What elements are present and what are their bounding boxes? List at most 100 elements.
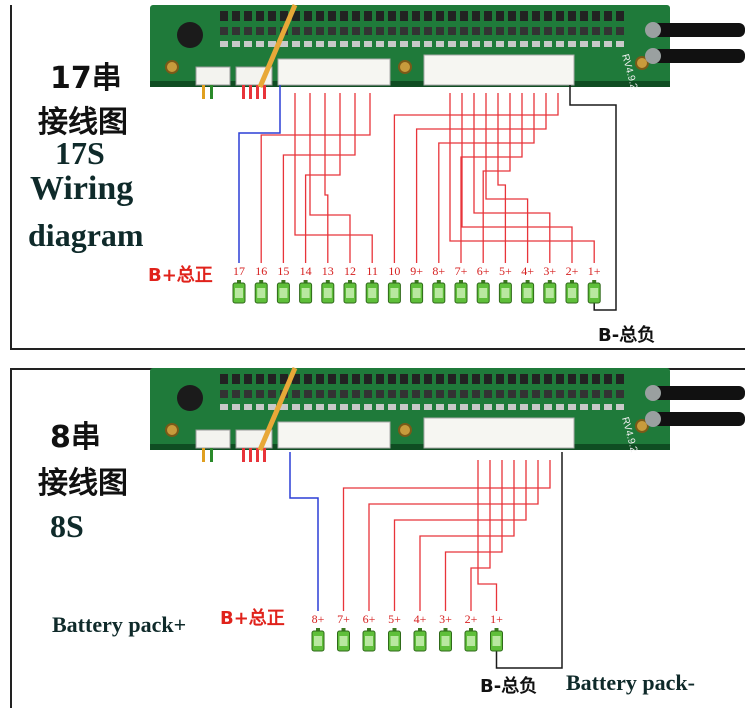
resistor: [556, 11, 564, 21]
pad: [412, 41, 420, 47]
balance-wire: [393, 93, 559, 263]
cell-terminal: [392, 280, 397, 283]
resistor: [304, 390, 312, 398]
resistor: [400, 27, 408, 35]
pad: [304, 404, 312, 410]
cell-number-label: 7+: [337, 612, 350, 626]
pad: [292, 41, 300, 47]
resistor: [460, 374, 468, 384]
pad: [616, 404, 624, 410]
pad: [592, 41, 600, 47]
cell-number-label: 6+: [477, 264, 490, 278]
resistor: [364, 374, 372, 384]
resistor: [460, 390, 468, 398]
pad: [304, 41, 312, 47]
resistor: [508, 11, 516, 21]
b-plus-label: B+总正: [220, 608, 285, 629]
connector-wire: [202, 85, 205, 99]
resistor: [388, 11, 396, 21]
resistor: [616, 390, 624, 398]
pad: [316, 404, 324, 410]
pad: [604, 41, 612, 47]
resistor: [364, 27, 372, 35]
resistor: [580, 11, 588, 21]
pad: [496, 41, 504, 47]
resistor: [364, 11, 372, 21]
title-cn-wiring: 接线图: [38, 466, 128, 501]
resistor: [352, 390, 360, 398]
resistor: [316, 390, 324, 398]
cell-terminal: [392, 628, 397, 631]
resistor: [616, 27, 624, 35]
resistor: [448, 390, 456, 398]
cell-highlight: [365, 636, 373, 646]
standoff: [635, 419, 649, 433]
resistor: [592, 390, 600, 398]
connector-wire: [242, 448, 245, 462]
resistor: [496, 374, 504, 384]
resistor: [220, 11, 228, 21]
small-connector: [195, 429, 231, 449]
standoff: [165, 60, 179, 74]
cell-terminal: [570, 280, 574, 283]
resistor: [328, 374, 336, 384]
resistor: [496, 11, 504, 21]
cell-number-label: 8+: [312, 612, 325, 626]
resistor: [292, 390, 300, 398]
balance-wire: [324, 93, 329, 263]
resistor: [400, 374, 408, 384]
resistor: [364, 390, 372, 398]
cell-terminal: [414, 280, 419, 283]
pad: [460, 41, 468, 47]
cell-number-label: 5+: [388, 612, 401, 626]
resistor: [220, 27, 228, 35]
resistor: [580, 374, 588, 384]
resistor: [352, 11, 360, 21]
resistor: [280, 11, 288, 21]
main-cable: [650, 49, 745, 63]
resistor: [448, 374, 456, 384]
cable-lug: [645, 48, 661, 64]
standoff: [398, 423, 412, 437]
pad: [412, 404, 420, 410]
balance-connector-a: [277, 58, 391, 86]
resistor: [328, 390, 336, 398]
connector-wire: [210, 448, 213, 462]
balance-wire: [393, 460, 527, 611]
cell-highlight: [590, 288, 599, 298]
resistor: [544, 374, 552, 384]
buzzer: [177, 22, 203, 48]
resistor: [352, 27, 360, 35]
resistor: [520, 27, 528, 35]
balance-wire: [309, 93, 351, 263]
pad: [472, 404, 480, 410]
resistor: [508, 390, 516, 398]
cell-highlight: [323, 288, 332, 298]
panel-left-border: [10, 5, 12, 350]
balance-wire: [482, 93, 511, 263]
resistor: [544, 27, 552, 35]
pad: [604, 404, 612, 410]
pad: [292, 404, 300, 410]
resistor: [304, 11, 312, 21]
resistor: [592, 11, 600, 21]
pad: [424, 41, 432, 47]
b-minus-wire: [569, 85, 617, 311]
resistor: [532, 390, 540, 398]
resistor: [436, 27, 444, 35]
cell-highlight: [545, 288, 554, 298]
resistor: [400, 11, 408, 21]
cell-highlight: [492, 636, 501, 646]
resistor: [592, 374, 600, 384]
pad: [424, 404, 432, 410]
pad: [244, 404, 252, 410]
resistor: [328, 27, 336, 35]
cell-terminal: [367, 628, 371, 631]
pad: [244, 41, 252, 47]
resistor: [256, 11, 264, 21]
resistor: [424, 374, 432, 384]
pad: [532, 404, 540, 410]
pad: [532, 41, 540, 47]
resistor: [496, 27, 504, 35]
